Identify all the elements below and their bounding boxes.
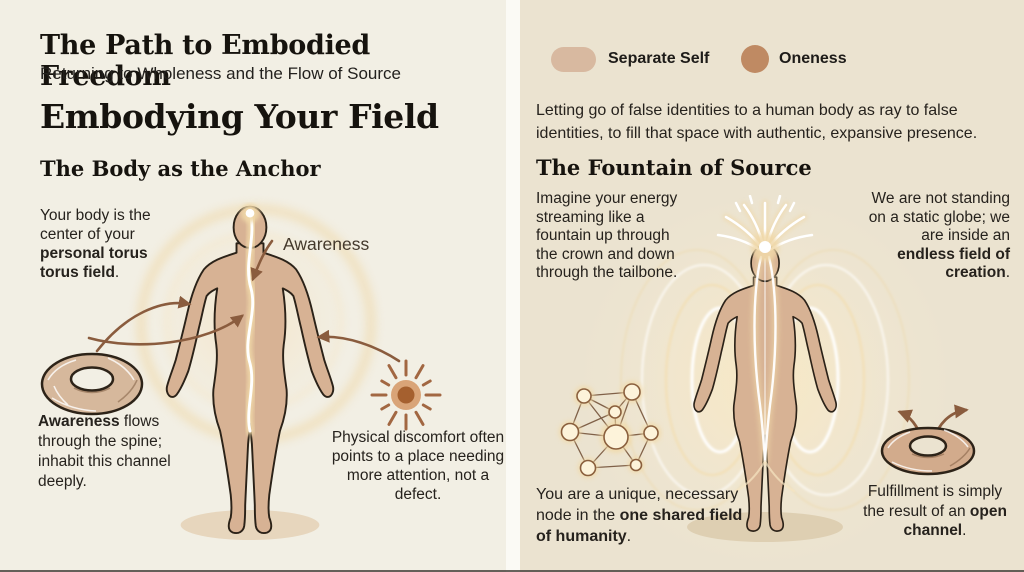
note-text: . [626, 528, 632, 545]
left-panel: The Path to Embodied Freedom Returning t… [0, 0, 506, 572]
note-text: . [962, 522, 967, 539]
left-heading: Embodying Your Field [40, 97, 439, 136]
right-intro: Letting go of false identities to a huma… [536, 102, 978, 142]
energy-column [735, 253, 795, 492]
note-text: flows through the spine; inhabit this ch… [38, 413, 171, 490]
crown-fountain [716, 195, 814, 261]
legend-label-oneness: Oneness [779, 50, 847, 67]
awareness-label: Awareness [283, 234, 370, 254]
note-text-bold: Awareness [38, 413, 120, 430]
note-fulfillment: Fulfillment is simply the result of an o… [855, 482, 1015, 541]
spine-awareness-channel [240, 203, 260, 436]
human-figure-anchor [165, 203, 335, 540]
note-globe: We are not standing on a static globe; w… [862, 190, 1010, 283]
note-fountain: Imagine your energy streaming like a fou… [536, 190, 678, 281]
oneness-swatch [741, 45, 769, 73]
note-body-center: Your body is the center of your personal… [40, 206, 165, 282]
note-text: We are not standing on a static globe; w… [868, 190, 1010, 244]
torus-icon [40, 352, 144, 416]
note-text: You are a unique, necessary node in the [536, 486, 739, 524]
panel-divider [506, 0, 520, 572]
separate-self-swatch [551, 47, 596, 72]
left-section-heading: The Body as the Anchor [40, 156, 321, 181]
note-text-bold: open channel [903, 502, 1007, 540]
page-title: The Path to Embodied Freedom [40, 30, 370, 92]
note-text: . [114, 264, 120, 281]
note-text: Fulfillment is simply the result of an [863, 483, 1003, 520]
sunburst-icon [370, 359, 442, 431]
page-subtitle: Returning to Wholeness and the Flow of S… [40, 64, 401, 83]
torus-channel-icon [880, 404, 976, 476]
right-section-heading: The Fountain of Source [536, 155, 812, 180]
note-text-bold: endless field of creation [897, 245, 1010, 282]
note-text: Your body is the center of your [40, 207, 151, 243]
ground-shadow [180, 509, 320, 540]
note-node: You are a unique, necessary node in the … [536, 484, 758, 547]
right-panel: Separate Self Oneness Letting go of fals… [520, 0, 1024, 572]
note-discomfort: Physical discomfort often points to a pl… [331, 429, 505, 503]
note-text: . [1005, 264, 1010, 281]
note-text-bold: one shared field of humanity [536, 507, 743, 545]
network-icon [559, 381, 661, 478]
legend-label-separate-self: Separate Self [608, 50, 710, 67]
fountain-of-source-figure [605, 195, 925, 542]
bottom-edge [0, 570, 1024, 572]
note-awareness: Awareness flows through the spine; inhab… [38, 412, 206, 492]
note-text-bold: personal torus torus field [40, 245, 148, 281]
